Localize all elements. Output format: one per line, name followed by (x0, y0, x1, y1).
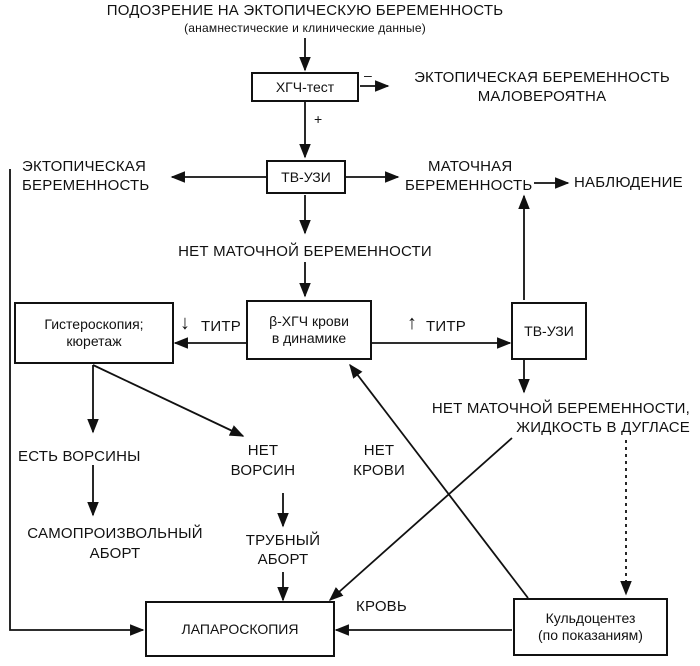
bhcg-box: β-ХГЧ крови в динамике (246, 300, 372, 360)
uterine-line-1: МАТОЧНАЯ (428, 158, 513, 175)
tvus-box-2: ТВ-УЗИ (511, 302, 587, 360)
diagram-title: ПОДОЗРЕНИЕ НА ЭКТОПИЧЕСКУЮ БЕРЕМЕННОСТЬ (106, 2, 504, 19)
uterine-line-2: БЕРЕМЕННОСТЬ (405, 177, 533, 194)
hcg-test-label: ХГЧ-тест (275, 78, 335, 95)
no-blood-line-2: КРОВИ (353, 462, 405, 479)
ectopic-unlikely-line-2: МАЛОВЕРОЯТНА (477, 88, 607, 105)
culdocentesis-label-1: Кульдоцентез (545, 610, 636, 626)
positive-sign: + (314, 111, 323, 127)
negative-sign: – (364, 67, 372, 83)
spont-abortion-line-2: АБОРТ (89, 545, 141, 562)
edge-fluid-to-laparoscopy (328, 437, 513, 601)
culdocentesis-box: Кульдоцентез (по показаниям) (513, 598, 668, 656)
edge-hysteroscopy-to-villi-no (92, 364, 245, 437)
no-uterine-label: НЕТ МАТОЧНОЙ БЕРЕМЕННОСТИ (178, 243, 432, 260)
edge-culdocentesis-to-bhcg (349, 363, 529, 599)
hcg-test-box: ХГЧ-тест (251, 72, 359, 102)
bhcg-label-2: в динамике (271, 330, 347, 346)
tvus-label-1: ТВ-УЗИ (281, 168, 331, 185)
blood-label: КРОВЬ (356, 598, 407, 615)
hysteroscopy-box: Гистероскопия; кюретаж (14, 302, 174, 364)
ectopic-unlikely-line-1: ЭКТОПИЧЕСКАЯ БЕРЕМЕННОСТЬ (414, 69, 670, 86)
villi-no-line-1: НЕТ (247, 442, 279, 459)
tubal-abortion-line-1: ТРУБНЫЙ (245, 532, 321, 549)
ectopic-line-2: БЕРЕМЕННОСТЬ (22, 177, 150, 194)
hysteroscopy-label-2: кюретаж (66, 333, 122, 349)
observation-label: НАБЛЮДЕНИЕ (574, 174, 683, 191)
tvus-box-1: ТВ-УЗИ (266, 160, 346, 194)
no-uterine-fluid-line-1: НЕТ МАТОЧНОЙ БЕРЕМЕННОСТИ, (431, 400, 690, 417)
villi-yes-label: ЕСТЬ ВОРСИНЫ (18, 448, 141, 465)
villi-no-line-2: ВОРСИН (230, 462, 296, 479)
hysteroscopy-label-1: Гистероскопия; (44, 316, 144, 332)
titer-up-arrow-icon: ↑ (407, 312, 417, 334)
laparoscopy-box: ЛАПАРОСКОПИЯ (145, 601, 335, 657)
culdocentesis-label-2: (по показаниям) (538, 627, 643, 643)
bhcg-label-1: β-ХГЧ крови (269, 313, 349, 329)
tvus-label-2: ТВ-УЗИ (524, 322, 574, 339)
edge-ectopic-to-laparoscopy (9, 169, 145, 636)
no-uterine-fluid-line-2: ЖИДКОСТЬ В ДУГЛАСЕ (516, 419, 690, 436)
titer-down-label: ТИТР (201, 318, 241, 335)
tubal-abortion-line-2: АБОРТ (257, 551, 309, 568)
titer-down-arrow-icon: ↓ (180, 312, 190, 334)
ectopic-line-1: ЭКТОПИЧЕСКАЯ (22, 158, 147, 175)
spont-abortion-line-1: САМОПРОИЗВОЛЬНЫЙ (27, 525, 203, 542)
laparoscopy-label: ЛАПАРОСКОПИЯ (181, 620, 299, 637)
diagram-subtitle: (анамнестические и клинические данные) (184, 21, 426, 35)
titer-up-label: ТИТР (426, 318, 466, 335)
no-blood-line-1: НЕТ (363, 442, 395, 459)
